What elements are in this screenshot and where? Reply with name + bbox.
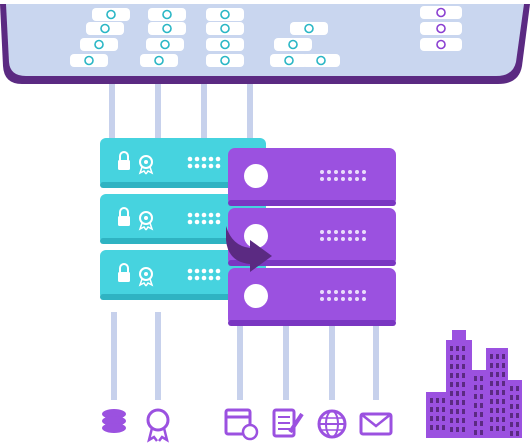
building <box>506 380 522 438</box>
lock-icon <box>118 151 130 170</box>
map-icon[interactable] <box>274 38 312 51</box>
status-dots <box>320 170 366 181</box>
envelope-icon <box>359 412 393 436</box>
power-button <box>244 284 268 308</box>
building <box>486 348 508 438</box>
lock-icon <box>118 263 130 282</box>
status-dots <box>187 156 221 169</box>
id-card-icon[interactable] <box>206 38 244 51</box>
at-icon[interactable] <box>420 22 462 35</box>
service-connector-line <box>283 312 289 400</box>
calendar-icon[interactable] <box>140 54 178 67</box>
globe-icon <box>317 409 347 439</box>
phone-app-grid <box>70 8 340 67</box>
service-connector-line <box>237 312 243 400</box>
teal-server-unit <box>100 250 266 300</box>
phone-device <box>0 4 530 84</box>
phone-side-apps <box>420 6 462 51</box>
purple-server-stack <box>228 148 396 326</box>
purple-server-unit <box>228 148 396 206</box>
status-dots <box>187 212 221 225</box>
certificate-icon <box>146 408 170 443</box>
teal-server-unit <box>100 194 266 244</box>
service-connector-line <box>111 312 117 400</box>
teal-server-stack <box>100 138 266 300</box>
phone-screen <box>6 4 524 76</box>
leaf-icon[interactable] <box>206 54 244 67</box>
phone-connector-line <box>155 84 161 142</box>
mic-icon[interactable] <box>70 54 108 67</box>
building <box>426 392 448 438</box>
power-button <box>244 164 268 188</box>
status-dots <box>187 268 221 281</box>
play-icon[interactable] <box>92 8 130 21</box>
calendar-clock-icon <box>224 408 259 441</box>
phone-connectors <box>109 84 253 142</box>
document-edit-icon <box>272 408 304 438</box>
lock-icon <box>118 207 130 226</box>
users-icon[interactable] <box>290 22 328 35</box>
drop-icon[interactable] <box>270 54 308 67</box>
status-dots <box>320 290 366 301</box>
keypad-icon[interactable] <box>206 8 244 21</box>
right-arrow-icon <box>226 226 272 272</box>
city-buildings-icon <box>426 330 522 438</box>
pin-icon[interactable] <box>206 22 244 35</box>
teal-server-unit <box>100 138 266 188</box>
badge-icon <box>138 211 154 231</box>
send-icon[interactable] <box>148 8 186 21</box>
phone-connector-line <box>201 84 207 142</box>
badge-icon <box>138 267 154 287</box>
badge-icon <box>138 155 154 175</box>
phone-icon[interactable] <box>420 6 462 19</box>
purple-server-unit <box>228 268 396 326</box>
globe-icon[interactable] <box>80 38 118 51</box>
phone-connector-line <box>109 84 115 142</box>
database-icon <box>102 409 126 433</box>
notes-icon[interactable] <box>146 38 184 51</box>
bookmark-icon[interactable] <box>86 22 124 35</box>
purple-server-unit <box>228 208 396 266</box>
grid-icon[interactable] <box>148 22 186 35</box>
service-connector-line <box>155 312 161 400</box>
status-dots <box>320 230 366 241</box>
mail-icon[interactable] <box>420 38 462 51</box>
gear-icon[interactable] <box>302 54 340 67</box>
service-connectors <box>111 312 379 400</box>
service-connector-line <box>329 312 335 400</box>
building <box>446 330 472 438</box>
phone-connector-line <box>247 84 253 142</box>
services-row <box>102 408 393 443</box>
building <box>470 370 490 438</box>
service-connector-line <box>373 312 379 400</box>
